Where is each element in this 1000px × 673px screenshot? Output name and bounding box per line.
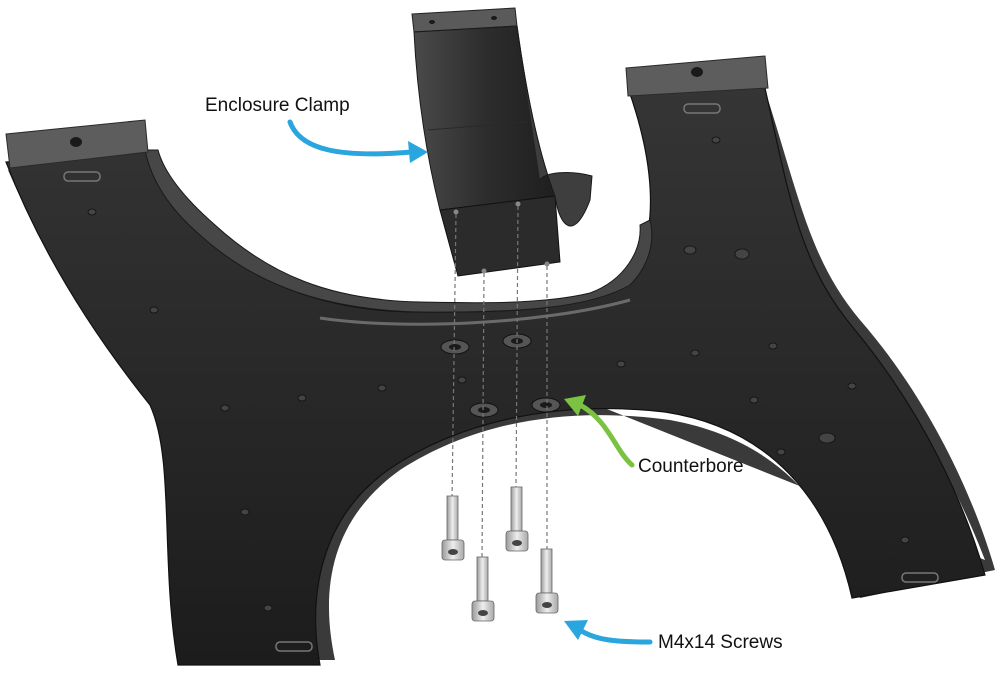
clamp-seam <box>427 121 529 131</box>
curved-arrow-up-left-icon <box>564 620 653 645</box>
clamp-inner-curve <box>516 25 593 227</box>
enclosure-clamp <box>411 7 593 277</box>
mount-bracket <box>5 55 995 666</box>
counterbore-label: Counterbore <box>638 456 744 477</box>
rim-highlight <box>319 298 631 326</box>
curved-arrow-right-icon <box>287 119 428 163</box>
clamp-screw-holes <box>453 201 550 274</box>
screw <box>471 556 495 622</box>
slot <box>275 641 313 652</box>
right-tab-hole <box>691 67 703 77</box>
screws-label: M4x14 Screws <box>658 632 783 653</box>
bracket-rim <box>144 149 653 313</box>
clamp-block <box>439 195 561 277</box>
screw <box>505 486 529 552</box>
mounting-holes <box>87 136 910 612</box>
slot <box>683 103 721 114</box>
alignment-lines <box>451 205 548 561</box>
clamp-hole <box>491 16 497 20</box>
screw <box>441 495 465 561</box>
enclosure-clamp-label: Enclosure Clamp <box>205 95 350 116</box>
screws <box>441 486 559 622</box>
slot <box>63 171 101 182</box>
slot <box>901 572 939 583</box>
screw <box>535 548 559 614</box>
clamp-body <box>413 25 556 211</box>
left-tab-hole <box>70 137 82 147</box>
curved-arrow-up-left-icon <box>564 395 635 468</box>
clamp-hole <box>429 20 435 24</box>
